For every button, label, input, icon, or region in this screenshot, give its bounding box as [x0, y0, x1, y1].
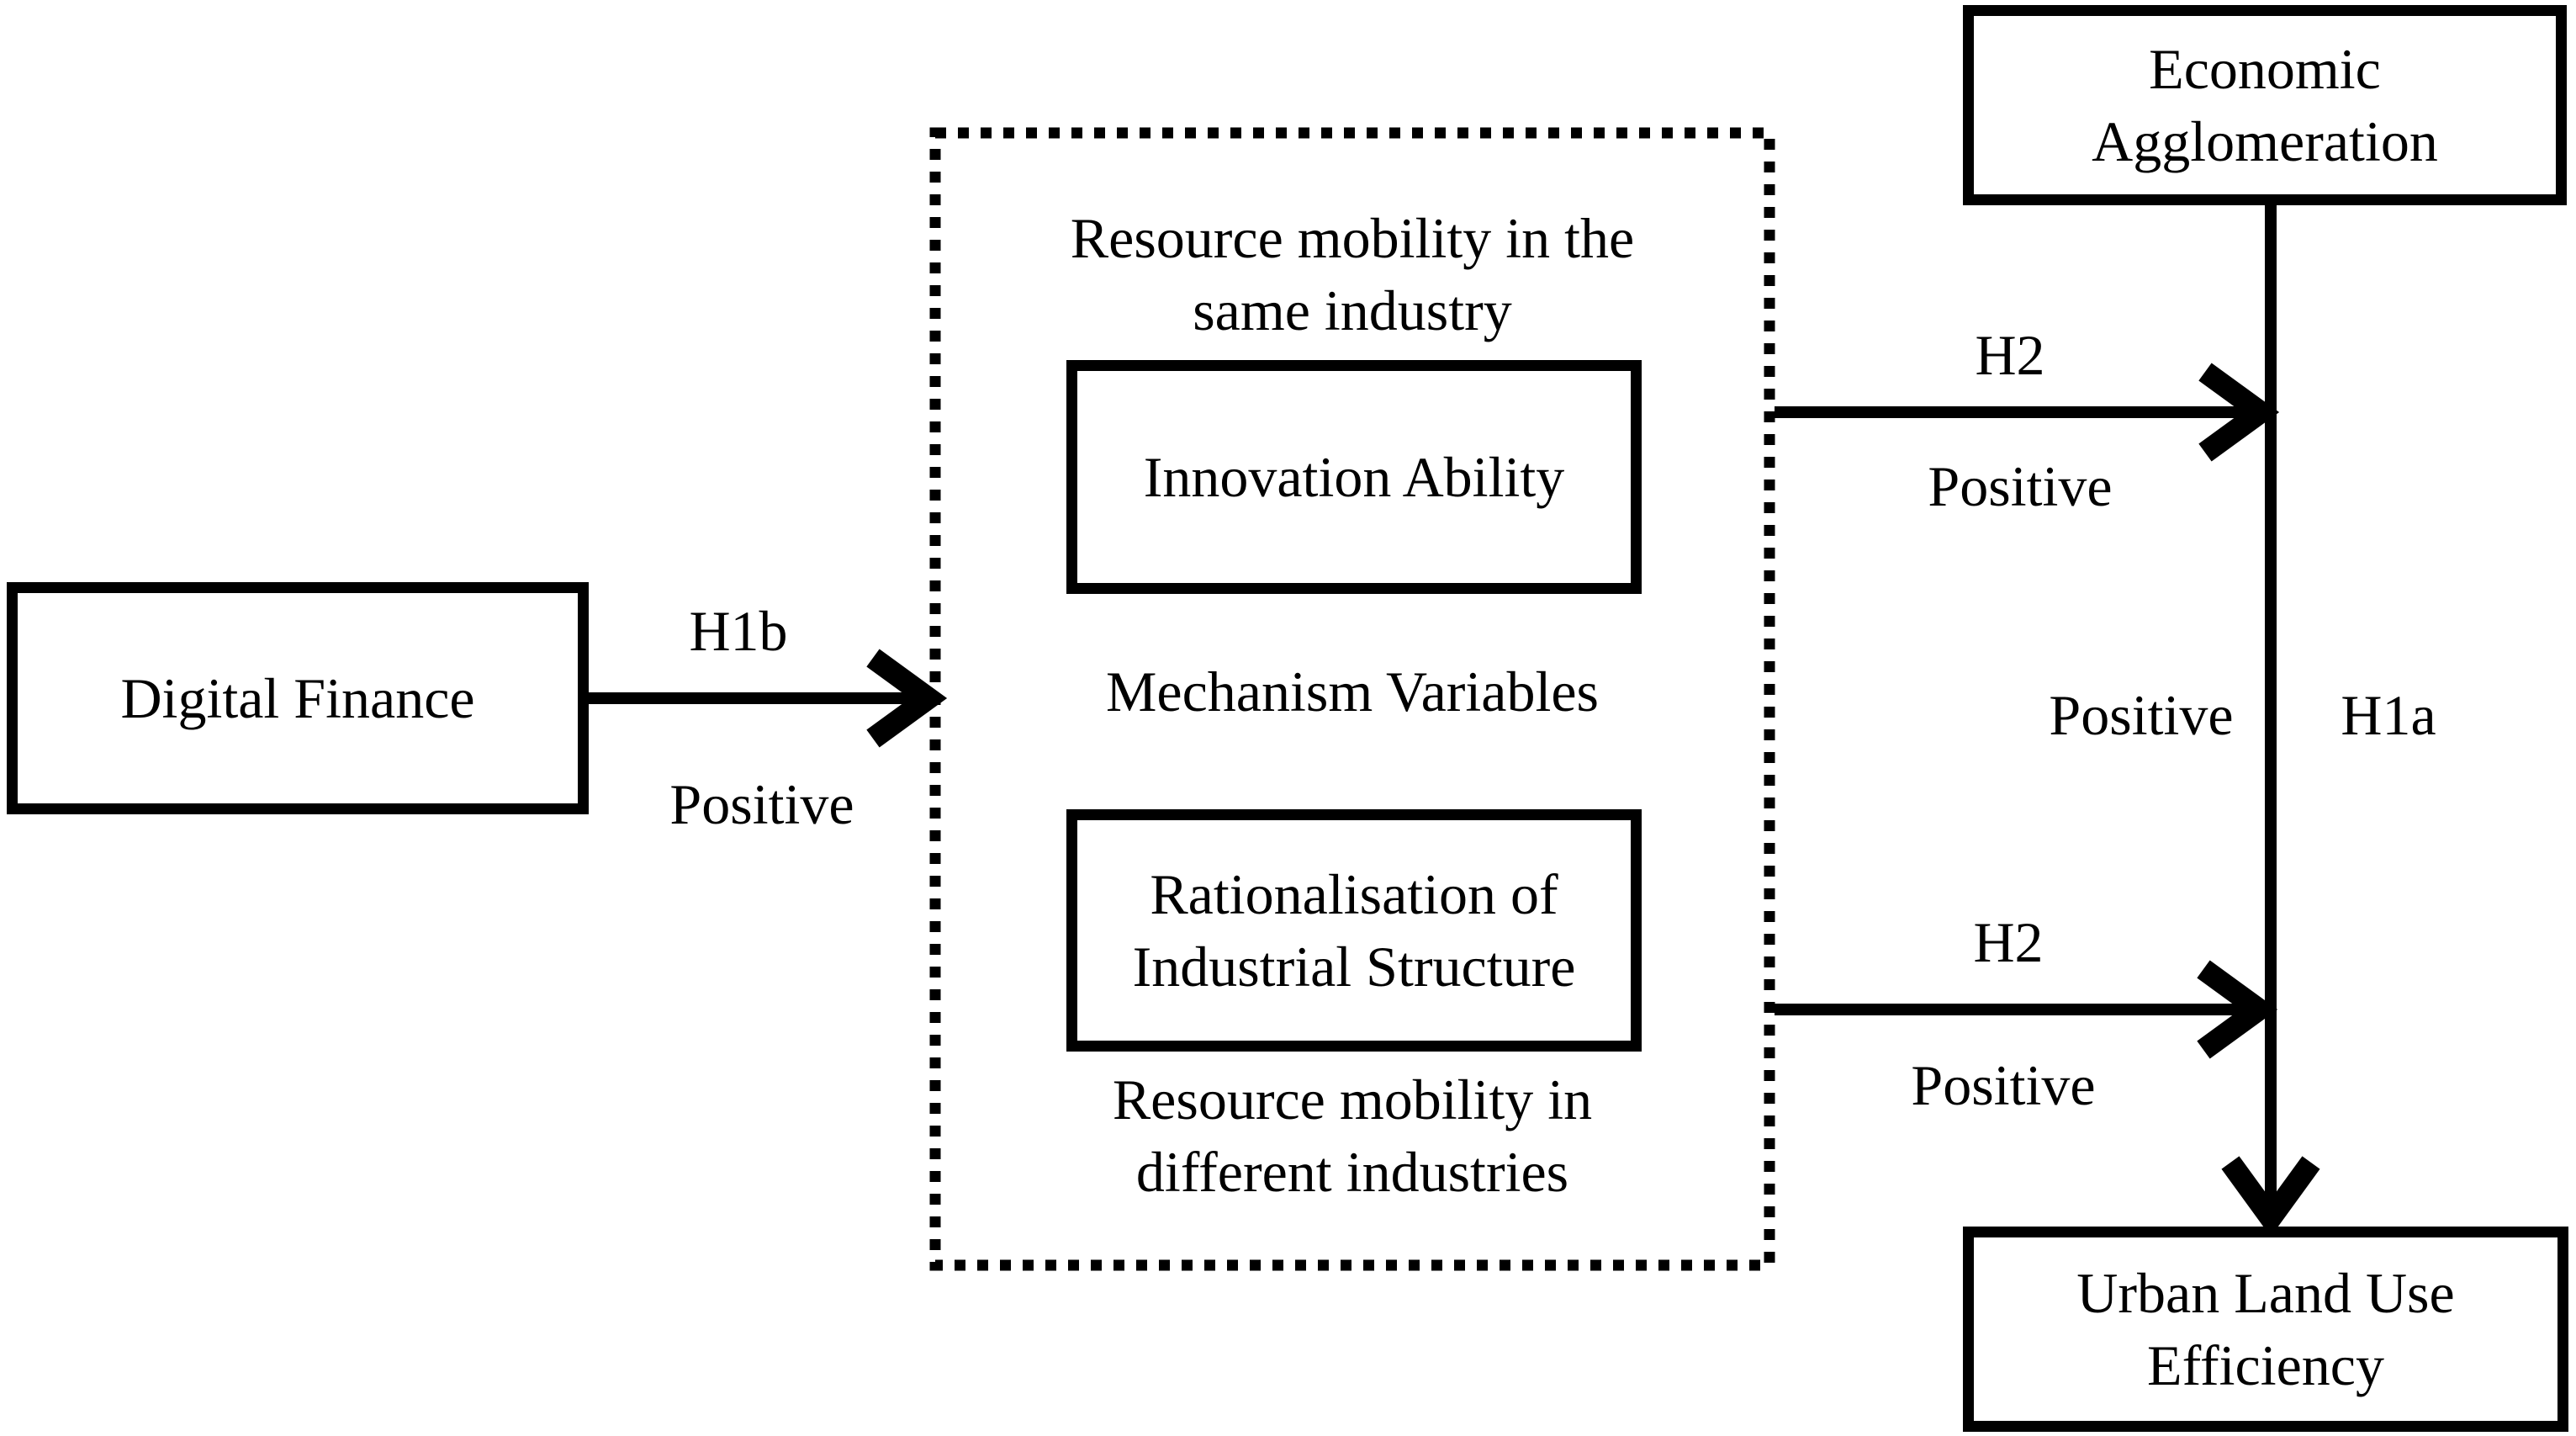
urban-land-use-box: Urban Land Use Efficiency — [1963, 1227, 2568, 1432]
resource-mobility-same-text: Resource mobility in the same industry — [935, 202, 1769, 347]
urban-land-use-label-line1: Urban Land Use — [2076, 1261, 2455, 1325]
h1a-positive-label: Positive — [2049, 683, 2234, 747]
resource-mobility-diff-line1: Resource mobility in — [1112, 1068, 1593, 1131]
rationalisation-label: Rationalisation of Industrial Structure — [1133, 858, 1576, 1003]
economic-agglomeration-label-line1: Economic — [2149, 37, 2381, 101]
economic-agglomeration-label: Economic Agglomeration — [2092, 33, 2438, 178]
digital-finance-label: Digital Finance — [120, 666, 475, 730]
rationalisation-box: Rationalisation of Industrial Structure — [1066, 809, 1642, 1052]
h1b-hypothesis-label: H1b — [689, 599, 788, 663]
resource-mobility-same-line2: same industry — [1193, 278, 1512, 342]
urban-land-use-label: Urban Land Use Efficiency — [2076, 1257, 2454, 1402]
h1a-hypothesis-label: H1a — [2341, 683, 2436, 747]
h1b-positive-label: Positive — [669, 772, 854, 836]
resource-mobility-diff-line2: different industries — [1135, 1140, 1569, 1204]
rationalisation-label-line2: Industrial Structure — [1132, 935, 1576, 999]
urban-land-use-label-line2: Efficiency — [2147, 1333, 2384, 1397]
h2-lower-positive-label: Positive — [1911, 1053, 2096, 1117]
mechanism-variables-title: Mechanism Variables — [1105, 660, 1600, 723]
h2-upper-hypothesis-label: H2 — [1975, 323, 2045, 387]
h1a-arrow — [2221, 204, 2320, 1237]
rationalisation-label-line1: Rationalisation of — [1150, 862, 1558, 926]
economic-agglomeration-label-line2: Agglomeration — [2092, 109, 2438, 173]
resource-mobility-same-line1: Resource mobility in the — [1070, 206, 1635, 270]
economic-agglomeration-box: Economic Agglomeration — [1963, 5, 2567, 205]
h2-lower-hypothesis-label: H2 — [1973, 910, 2044, 974]
h2-lower-arrow — [1775, 960, 2278, 1059]
h2-upper-positive-label: Positive — [1928, 454, 2113, 518]
innovation-ability-label: Innovation Ability — [1143, 445, 1565, 509]
digital-finance-box: Digital Finance — [7, 582, 589, 814]
innovation-ability-box: Innovation Ability — [1066, 360, 1642, 594]
h2-upper-arrow — [1775, 363, 2280, 462]
resource-mobility-diff-text: Resource mobility in different industrie… — [935, 1063, 1769, 1208]
h1b-arrow — [589, 649, 948, 748]
